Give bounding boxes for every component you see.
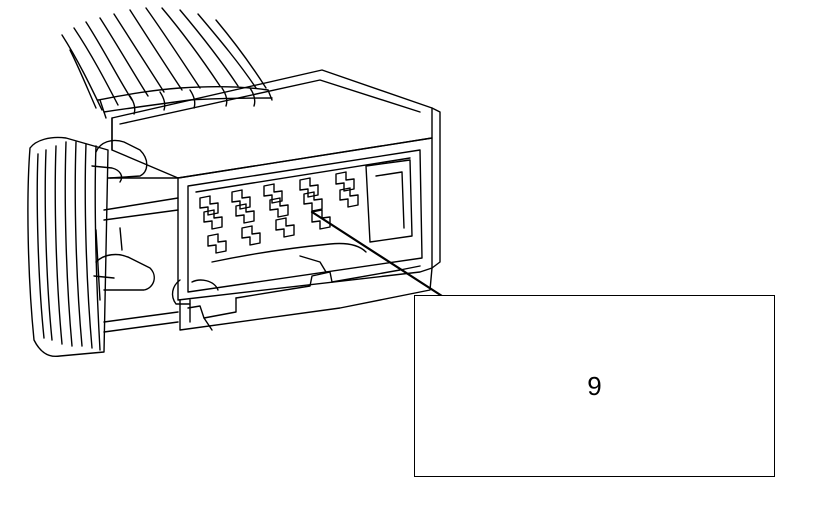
connector-housing xyxy=(111,69,441,331)
callout-label: 9 xyxy=(587,371,602,401)
callout-box: 9 xyxy=(414,295,775,477)
terminal-cavities xyxy=(199,159,413,273)
wire-bundle xyxy=(61,7,273,119)
connector-shroud xyxy=(27,136,179,358)
callout-leader-line xyxy=(310,210,444,298)
